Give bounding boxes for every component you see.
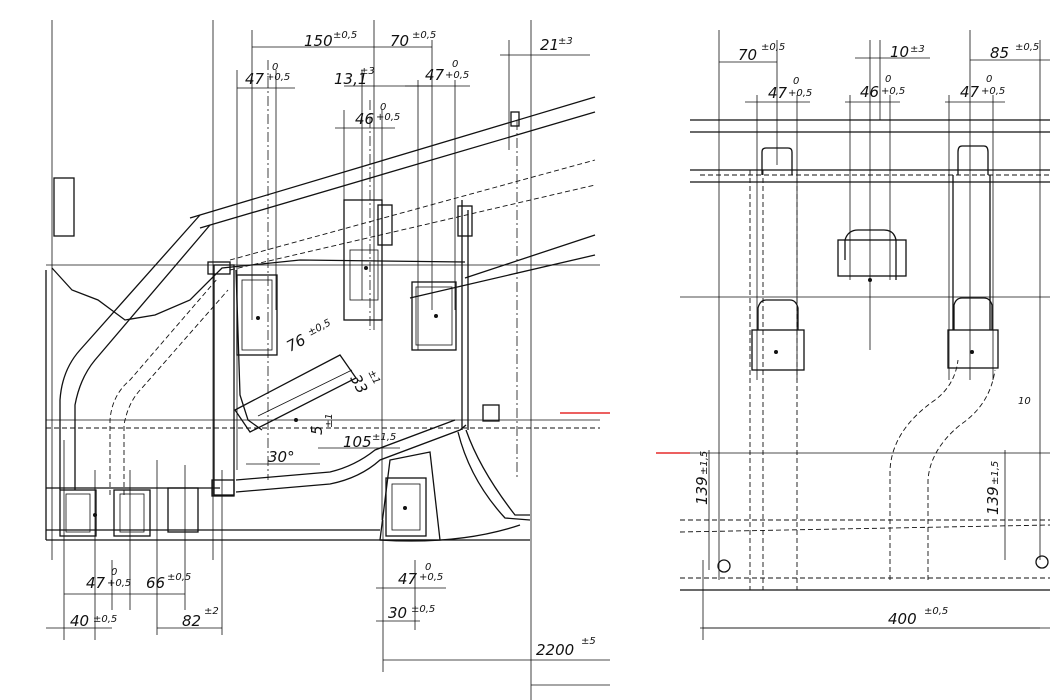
tol-82: ±2 [204, 606, 219, 617]
dim-70-top: 70 [390, 32, 409, 50]
tol-2200: ±5 [581, 636, 596, 647]
dim-r-46: 46 [860, 83, 879, 101]
dim-13-1: 13,1 [334, 70, 367, 88]
tol-47-c-lo: 0 [111, 567, 117, 578]
tol-r-139-b: ±1,5 [990, 461, 1001, 485]
dim-40: 40 [70, 612, 89, 630]
dim-r-85: 85 [990, 44, 1009, 62]
right-view [656, 30, 1050, 640]
dim-r-400: 400 [888, 610, 917, 628]
dim-47-c: 47 [86, 574, 106, 592]
tol-46-lo: 0 [380, 102, 386, 113]
tol-70-top: ±0,5 [412, 30, 436, 41]
tol-76: ±0,5 [306, 318, 333, 339]
tol-47-a: +0,5 [266, 72, 290, 83]
dim-r-47-b: 47 [960, 83, 980, 101]
dim-150: 150 [304, 32, 333, 50]
tol-r-47-b-lo: 0 [986, 74, 992, 85]
tol-r-70: ±0,5 [761, 42, 785, 53]
tol-47-b: +0,5 [445, 70, 469, 81]
dim-46: 46 [355, 110, 374, 128]
tol-105: ±1,5 [372, 432, 396, 443]
dim-47-a: 47 [245, 70, 265, 88]
dim-r-10-side: 10 [1018, 396, 1031, 407]
left-view [45, 20, 610, 700]
tol-r-85: ±0,5 [1015, 42, 1039, 53]
tol-21: ±3 [558, 36, 573, 47]
tol-r-46: +0,5 [881, 86, 905, 97]
dim-r-70: 70 [738, 46, 757, 64]
tol-47-a-lo: 0 [272, 62, 278, 73]
tol-30: ±0,5 [411, 604, 435, 615]
tol-r-46-lo: 0 [885, 74, 891, 85]
tol-47-d: +0,5 [419, 572, 443, 583]
tol-47-b-lo: 0 [452, 59, 458, 70]
tol-r-47-a: +0,5 [788, 88, 812, 99]
tol-47-c: +0,5 [107, 578, 131, 589]
dim-r-139-a: 139 [693, 476, 711, 505]
dim-r-47-a: 47 [768, 84, 788, 102]
tol-40: ±0,5 [93, 614, 117, 625]
tol-5: ±1 [324, 413, 335, 428]
tol-r-400: ±0,5 [924, 606, 948, 617]
tol-13-1: ±3 [360, 66, 375, 77]
dim-47-b: 47 [425, 66, 445, 84]
dim-47-d: 47 [398, 570, 418, 588]
dim-5: 5 [308, 425, 326, 435]
dim-30-deg: 30° [268, 448, 295, 466]
tol-46: +0,5 [376, 112, 400, 123]
tol-r-139-a: ±1,5 [699, 451, 710, 475]
dim-r-10: 10 [890, 43, 909, 61]
tol-r-10: ±3 [910, 44, 925, 55]
dim-105: 105 [343, 433, 372, 451]
tol-r-47-b: +0,5 [981, 86, 1005, 97]
right-dimension-labels: 70 ±0,5 10 ±3 85 ±0,5 47 +0,5 0 46 +0,5 … [693, 42, 1039, 628]
dim-2200: 2200 [536, 641, 574, 659]
dim-82: 82 [182, 612, 201, 630]
dim-r-139-b: 139 [984, 486, 1002, 515]
tol-47-d-lo: 0 [425, 562, 431, 573]
dim-76: 76 [283, 331, 308, 356]
dim-30: 30 [388, 604, 407, 622]
dim-66: 66 [146, 574, 165, 592]
tol-66: ±0,5 [167, 572, 191, 583]
tol-r-47-a-lo: 0 [793, 76, 799, 87]
tol-150: ±0,5 [333, 30, 357, 41]
dim-21: 21 [540, 36, 559, 54]
